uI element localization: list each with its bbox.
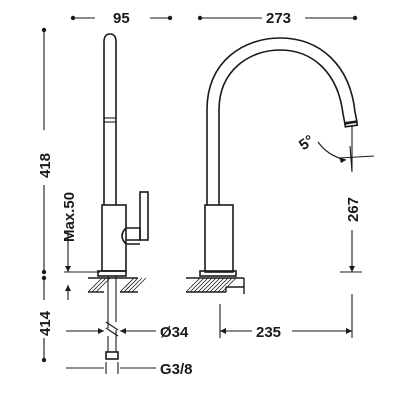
hatch-line	[221, 277, 237, 293]
hatch-line	[197, 277, 213, 293]
hatch-line	[119, 277, 135, 293]
dim-front-width: 95	[70, 10, 173, 27]
dim-connection: G3/8	[66, 361, 193, 378]
hatch-line	[185, 277, 201, 293]
dim-base-to-outlet: 235	[219, 294, 353, 341]
dim-max50-label: Max.50	[61, 192, 78, 242]
dim-d34-label: Ø34	[160, 324, 189, 341]
hatch-line	[213, 277, 229, 293]
dim-5deg-label: 5°	[296, 132, 318, 154]
hatch-line	[127, 277, 143, 293]
hatch-line	[201, 277, 217, 293]
hatch-line	[193, 277, 209, 293]
dim-below-counter: 414	[37, 275, 54, 363]
hatch-line	[87, 277, 103, 293]
hatch-line	[209, 277, 225, 293]
dim-side-reach: 273	[197, 10, 358, 27]
hatch-line	[189, 277, 205, 293]
dim-267-label: 267	[345, 197, 362, 222]
dim-273-label: 273	[266, 10, 291, 27]
dim-lever-max: Max.50	[61, 192, 100, 300]
hatch-line	[205, 277, 221, 293]
dim-total-height: 418	[37, 27, 54, 275]
hatch-line	[217, 277, 233, 293]
dim-spout-height: 267	[340, 126, 362, 273]
hatch-line	[95, 277, 111, 293]
hatch-line	[131, 277, 147, 293]
dim-tilt-angle: 5°	[296, 132, 375, 173]
countertop-side	[185, 277, 245, 294]
dim-g38-label: G3/8	[160, 361, 193, 378]
dim-414-label: 414	[37, 310, 54, 336]
dim-418-label: 418	[37, 153, 54, 178]
dim-hole-diameter: Ø34	[66, 324, 189, 341]
countertop-front	[87, 277, 147, 293]
dim-95-label: 95	[113, 10, 130, 27]
dim-235-label: 235	[256, 324, 281, 341]
faucet-front-view	[97, 33, 149, 360]
hatch-line	[91, 277, 107, 293]
faucet-side-view	[199, 37, 359, 277]
hatch-line	[123, 277, 139, 293]
